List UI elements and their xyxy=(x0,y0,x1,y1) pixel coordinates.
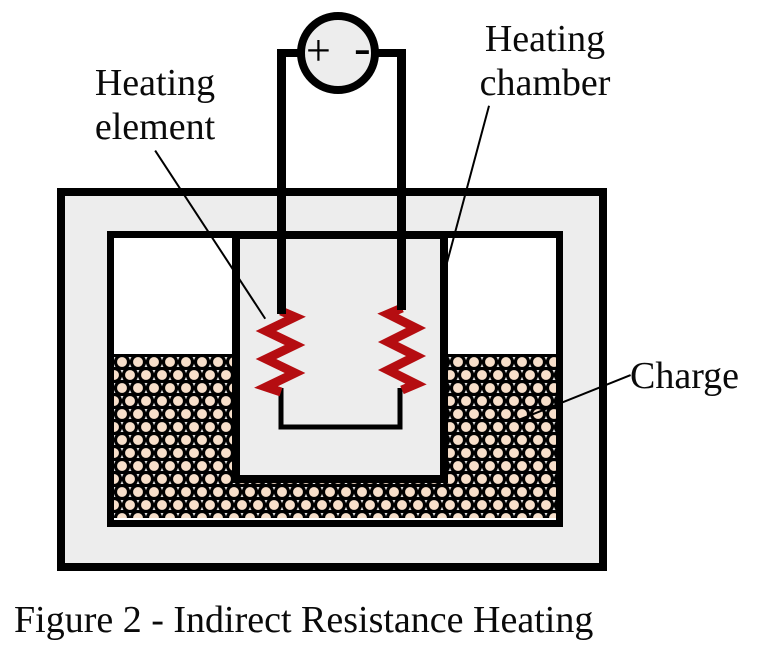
label-charge: Charge xyxy=(630,355,740,397)
wire-right xyxy=(397,52,406,310)
power-source-icon xyxy=(297,12,379,94)
label-heating-chamber: Heating chamber xyxy=(479,18,611,104)
plus-terminal-label: + xyxy=(306,26,331,75)
label-heating-element: Heating element xyxy=(94,62,216,148)
wire-stub-right xyxy=(378,49,406,57)
wire-stub-left xyxy=(277,49,303,57)
heating-chamber xyxy=(232,231,448,483)
minus-terminal-label: - xyxy=(354,19,371,75)
wire-left xyxy=(277,52,286,314)
figure-caption: Figure 2 - Indirect Resistance Heating xyxy=(14,599,594,641)
